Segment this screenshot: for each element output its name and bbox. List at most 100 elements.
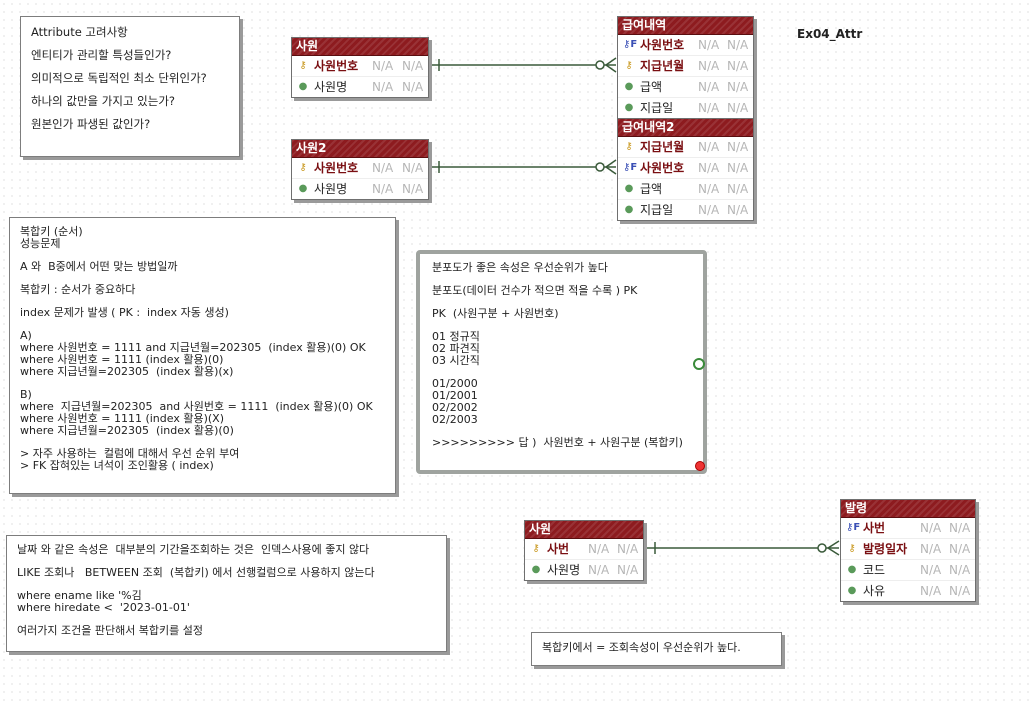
attribute-dot-icon: ● <box>298 81 308 92</box>
note-priority[interactable]: 복합키에서 = 조회속성이 우선순위가 높다. <box>531 632 782 666</box>
note-line: PK (사원구분 + 사원번호) <box>432 307 559 320</box>
note-line: 날짜 와 같은 속성은 대부분의 기간을조회하는 것은 인덱스사용에 좋지 않다 <box>17 543 370 556</box>
entity-row[interactable]: ● 급액 N/A N/A <box>618 77 753 98</box>
note-line: 의미적으로 독립적인 최소 단위인가? <box>31 70 207 85</box>
entity-row[interactable]: ⚷ 지급년월 N/A N/A <box>618 137 753 158</box>
entity-title: 발령 <box>841 500 975 518</box>
note-date-attribute[interactable]: 날짜 와 같은 속성은 대부분의 기간을조회하는 것은 인덱스사용에 좋지 않다… <box>6 535 447 652</box>
entity-payroll2[interactable]: 급여내역2 ⚷ 지급년월 N/A N/A ⚷F 사원번호 N/A N/A ● 급… <box>617 118 754 221</box>
attribute-name: 사유 <box>863 584 886 598</box>
note-attribute[interactable]: Attribute 고려사항 엔티티가 관리할 특성들인가? 의미적으로 독립적… <box>20 16 240 157</box>
entity-row[interactable]: ⚷F 사번 N/A N/A <box>841 518 975 539</box>
attribute-dot-icon: ● <box>298 183 308 194</box>
diagram-title: Ex04_Attr <box>797 27 863 41</box>
entity-row[interactable]: ● 사원명 N/A N/A <box>525 560 643 580</box>
attribute-type: N/A <box>920 584 942 598</box>
key-icon: ⚷ <box>532 543 540 554</box>
entity-row[interactable]: ● 지급일 N/A N/A <box>618 200 753 220</box>
entity-employee[interactable]: 사원 ⚷ 사원번호 N/A N/A ● 사원명 N/A N/A <box>291 37 429 98</box>
entity-employee2[interactable]: 사원2 ⚷ 사원번호 N/A N/A ● 사원명 N/A N/A <box>291 139 429 200</box>
note-line: B) <box>20 388 32 401</box>
entity-row[interactable]: ⚷ 사번 N/A N/A <box>525 539 643 560</box>
key-icon: ⚷ <box>299 162 307 173</box>
relationship-emp3-appoint <box>645 540 840 556</box>
note-line: 성능문제 <box>20 237 61 250</box>
note-line: Attribute 고려사항 <box>31 25 128 39</box>
entity-row[interactable]: ⚷F 사원번호 N/A N/A <box>618 35 753 56</box>
note-line: 02 파견직 <box>432 342 480 355</box>
entity-appointment[interactable]: 발령 ⚷F 사번 N/A N/A ⚷ 발령일자 N/A N/A ● 코드 N/A… <box>840 499 976 602</box>
attribute-null: N/A <box>617 563 639 577</box>
attribute-name: 사원명 <box>314 80 348 94</box>
note-line: > FK 잡혀있는 녀석이 조인활용 ( index) <box>20 459 214 472</box>
attribute-type: N/A <box>588 563 610 577</box>
attribute-type: N/A <box>698 38 720 52</box>
connector-handle-red[interactable] <box>695 461 705 471</box>
attribute-name: 사번 <box>547 542 570 556</box>
attribute-name: 사원번호 <box>640 38 685 52</box>
entity-title: 급여내역 <box>618 17 753 35</box>
attribute-name: 지급년월 <box>640 59 685 73</box>
attribute-type: N/A <box>698 203 720 217</box>
note-line: 하나의 값만을 가지고 있는가? <box>31 93 176 108</box>
attribute-null: N/A <box>949 542 971 556</box>
entity-row[interactable]: ● 지급일 N/A N/A <box>618 98 753 118</box>
entity-row[interactable]: ● 사원명 N/A N/A <box>292 179 428 199</box>
entity-payroll[interactable]: 급여내역 ⚷F 사원번호 N/A N/A ⚷ 지급년월 N/A N/A ● 급액… <box>617 16 754 119</box>
relationship-emp1-pay1 <box>429 57 617 73</box>
key-icon: ⚷ <box>625 141 633 152</box>
entity-row[interactable]: ⚷ 사원번호 N/A N/A <box>292 158 428 179</box>
entity-row[interactable]: ● 코드 N/A N/A <box>841 560 975 581</box>
attribute-name: 발령일자 <box>863 542 908 556</box>
relationship-emp2-pay2 <box>429 159 617 175</box>
attribute-type: N/A <box>698 101 720 115</box>
attribute-null: N/A <box>727 140 749 154</box>
attribute-type: N/A <box>698 161 720 175</box>
entity-title: 사원 <box>525 521 643 539</box>
entity-row[interactable]: ● 급액 N/A N/A <box>618 179 753 200</box>
attribute-type: N/A <box>920 542 942 556</box>
note-line: >>>>>>>>> 답 ) 사원번호 + 사원구분 (복합키) <box>432 436 683 449</box>
note-line: LIKE 조회나 BETWEEN 조회 (복합키) 에서 선행컬럼으로 사용하지… <box>17 566 375 579</box>
attribute-type: N/A <box>698 140 720 154</box>
attribute-type: N/A <box>372 161 394 175</box>
note-line: 01/2000 <box>432 377 478 390</box>
attribute-type: N/A <box>372 80 394 94</box>
attribute-type: N/A <box>588 542 610 556</box>
attribute-dot-icon: ● <box>847 564 857 575</box>
attribute-null: N/A <box>402 182 424 196</box>
note-line: 복합키 (순서) <box>20 225 83 238</box>
connector-handle-green[interactable] <box>693 358 705 370</box>
entity-row[interactable]: ● 사원명 N/A N/A <box>292 77 428 97</box>
attribute-dot-icon: ● <box>624 183 634 194</box>
attribute-name: 사원명 <box>547 563 581 577</box>
entity-title: 급여내역2 <box>618 119 753 137</box>
attribute-null: N/A <box>402 80 424 94</box>
attribute-type: N/A <box>698 182 720 196</box>
attribute-null: N/A <box>949 521 971 535</box>
note-line: where 지급년월=202305 (index 활용)(x) <box>20 365 234 378</box>
attribute-null: N/A <box>402 161 424 175</box>
note-line: 복합키 : 순서가 중요하다 <box>20 283 136 296</box>
note-composite-key[interactable]: 복합키 (순서) 성능문제 A 와 B중에서 어떤 맞는 방법일까 복합키 : … <box>9 217 396 494</box>
entity-row[interactable]: ⚷F 사원번호 N/A N/A <box>618 158 753 179</box>
entity-row[interactable]: ⚷ 발령일자 N/A N/A <box>841 539 975 560</box>
attribute-null: N/A <box>727 182 749 196</box>
attribute-name: 사원번호 <box>314 161 359 175</box>
attribute-name: 지급일 <box>640 203 674 217</box>
note-line: where ename like '%김 <box>17 589 142 602</box>
attribute-type: N/A <box>920 563 942 577</box>
attribute-name: 지급년월 <box>640 140 685 154</box>
entity-title: 사원 <box>292 38 428 56</box>
attribute-name: 사원번호 <box>314 59 359 73</box>
note-distribution[interactable]: 분포도가 좋은 속성은 우선순위가 높다 분포도(데이터 건수가 적으면 적을 … <box>416 250 707 474</box>
entity-row[interactable]: ⚷ 지급년월 N/A N/A <box>618 56 753 77</box>
entity-row[interactable]: ⚷ 사원번호 N/A N/A <box>292 56 428 77</box>
entity-row[interactable]: ● 사유 N/A N/A <box>841 581 975 601</box>
attribute-name: 지급일 <box>640 101 674 115</box>
attribute-type: N/A <box>372 182 394 196</box>
entity-employee3[interactable]: 사원 ⚷ 사번 N/A N/A ● 사원명 N/A N/A <box>524 520 644 581</box>
key-icon: ⚷ <box>848 543 856 554</box>
note-line: 02/2002 <box>432 401 478 414</box>
